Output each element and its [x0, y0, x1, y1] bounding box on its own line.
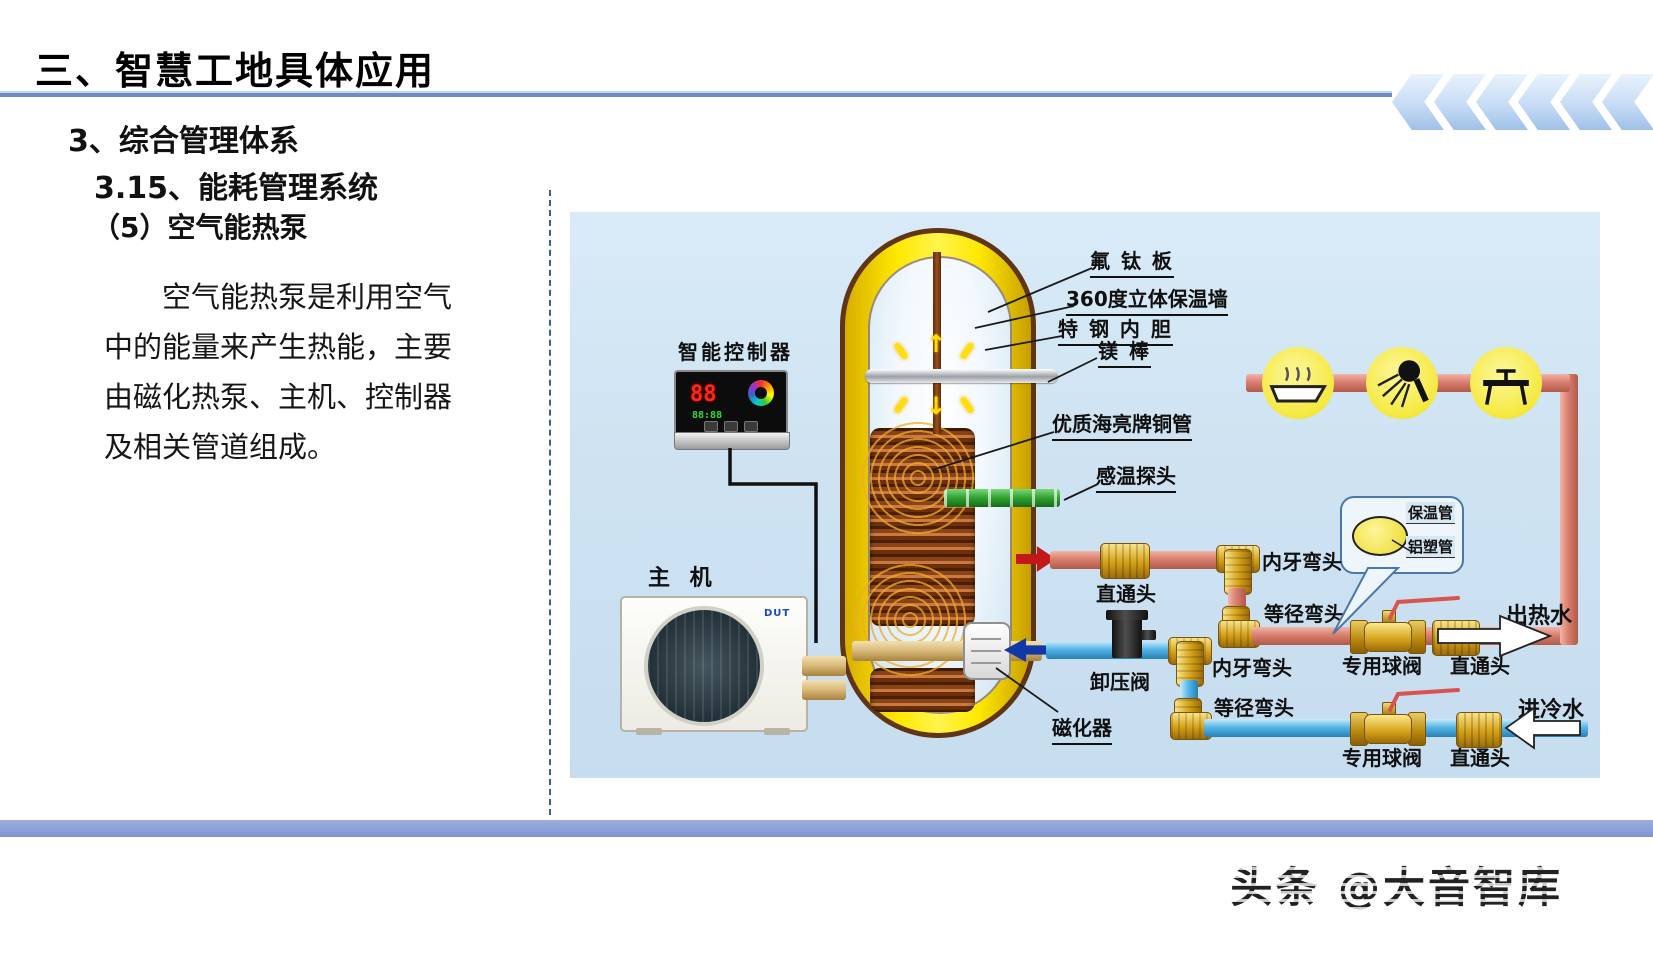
chevron-left-icon: [1602, 74, 1653, 130]
slide-title: 三、智慧工地具体应用: [35, 49, 436, 93]
bathtub-icon: [1269, 366, 1328, 403]
straight-fitting: [1456, 712, 1502, 748]
dashed-separator: [549, 190, 551, 815]
label-equal-elbow-hot: 等径弯头: [1264, 602, 1344, 626]
unit-foot: [636, 728, 662, 735]
callout-label: 铝塑管: [1406, 536, 1456, 558]
center-rod: [933, 252, 941, 434]
label-steel-liner: 特 钢 内 胆: [1058, 313, 1173, 346]
controller-display: 88: [690, 382, 717, 407]
magnetic-field-rings: [850, 560, 970, 680]
label-ball-valve-cold: 专用球阀: [1342, 746, 1422, 770]
probe-pipe: [944, 489, 1060, 507]
controller-button[interactable]: [704, 421, 718, 432]
subsection-heading: 3.15、能耗管理系统: [94, 171, 379, 206]
label-straight-fitting-hot: 直通头: [1096, 582, 1156, 606]
controller-ring-indicator: [748, 380, 774, 406]
fan-grille: [644, 606, 764, 726]
label-straight-fitting-cold: 直通头: [1450, 746, 1510, 770]
description-paragraph: 空气能热泵是利用空气 中的能量来产生热能，主要 由磁化热泵、主机、控制器 及相关…: [104, 272, 476, 472]
refrigerant-pipe: [802, 680, 846, 700]
host-unit-label: 主 机: [648, 566, 718, 591]
label-cold-water-in: 进冷水: [1518, 698, 1585, 723]
relief-valve-body: [1112, 618, 1142, 658]
controller-label: 智能控制器: [678, 340, 793, 364]
hot-riser-pipe: [1560, 374, 1578, 645]
controller-button[interactable]: [744, 421, 758, 432]
pipe-cross-section: [1352, 516, 1408, 556]
label-magnesium-rod: 镁 棒: [1098, 335, 1151, 368]
label-straight-fitting-hot-2: 直通头: [1450, 654, 1510, 678]
relief-valve-spout: [1140, 630, 1156, 640]
label-inner-thread-elbow-cold: 内牙弯头: [1212, 656, 1292, 680]
shower-icon: [1377, 360, 1429, 408]
label-inner-thread-elbow-hot: 内牙弯头: [1262, 550, 1342, 574]
controller-base: [674, 432, 790, 450]
label-360-insulation-wall: 360度立体保温墙: [1066, 283, 1228, 316]
magnetizer-device: [963, 622, 1011, 680]
straight-fitting: [1100, 543, 1150, 579]
label-copper-tube: 优质海亮牌铜管: [1052, 408, 1192, 441]
brand-logo: DUT: [764, 608, 791, 619]
up-arrow-icon: ↑: [926, 330, 947, 358]
footer-bar: [0, 820, 1653, 837]
elbow-fitting: [1224, 549, 1252, 595]
label-equal-elbow-cold: 等径弯头: [1214, 696, 1294, 720]
fixture-circle: [1262, 347, 1334, 419]
paragraph-line: 中的能量来产生热能，主要: [104, 330, 453, 364]
relief-valve-cap: [1106, 610, 1148, 620]
section-heading: 3、综合管理体系: [68, 124, 299, 159]
controller-button[interactable]: [724, 421, 738, 432]
fixture-circle: [1366, 347, 1438, 419]
item-heading: （5）空气能热泵: [92, 211, 308, 244]
label-hot-water-out: 出热水: [1506, 604, 1573, 629]
controller-sub-display: 88:88: [692, 410, 723, 421]
refrigerant-pipe: [802, 656, 846, 676]
label-fluorine-titanium-plate: 氟 钛 板: [1090, 245, 1174, 278]
label-temperature-probe: 感温探头: [1096, 460, 1176, 493]
fixture-circle: [1470, 347, 1542, 419]
magnesium-rod: [865, 369, 1058, 383]
magnetic-field-rings: [858, 418, 978, 538]
unit-foot: [764, 728, 790, 735]
title-underline: [0, 91, 1392, 97]
paragraph-line: 及相关管道组成。: [104, 430, 337, 464]
washstand-icon: [1483, 369, 1529, 405]
label-ball-valve-hot: 专用球阀: [1342, 654, 1422, 678]
down-arrow-icon: ↓: [926, 392, 947, 420]
ball-valve[interactable]: [1364, 622, 1412, 652]
label-relief-valve: 卸压阀: [1090, 670, 1150, 694]
paragraph-line: 由磁化热泵、主机、控制器: [104, 380, 453, 414]
watermark: 头条 @大音智库: [1230, 863, 1563, 912]
callout-label: 保温管: [1406, 502, 1456, 524]
ball-valve[interactable]: [1364, 714, 1412, 744]
label-magnetizer: 磁化器: [1052, 712, 1112, 745]
paragraph-line: 空气能热泵是利用空气: [162, 280, 453, 314]
